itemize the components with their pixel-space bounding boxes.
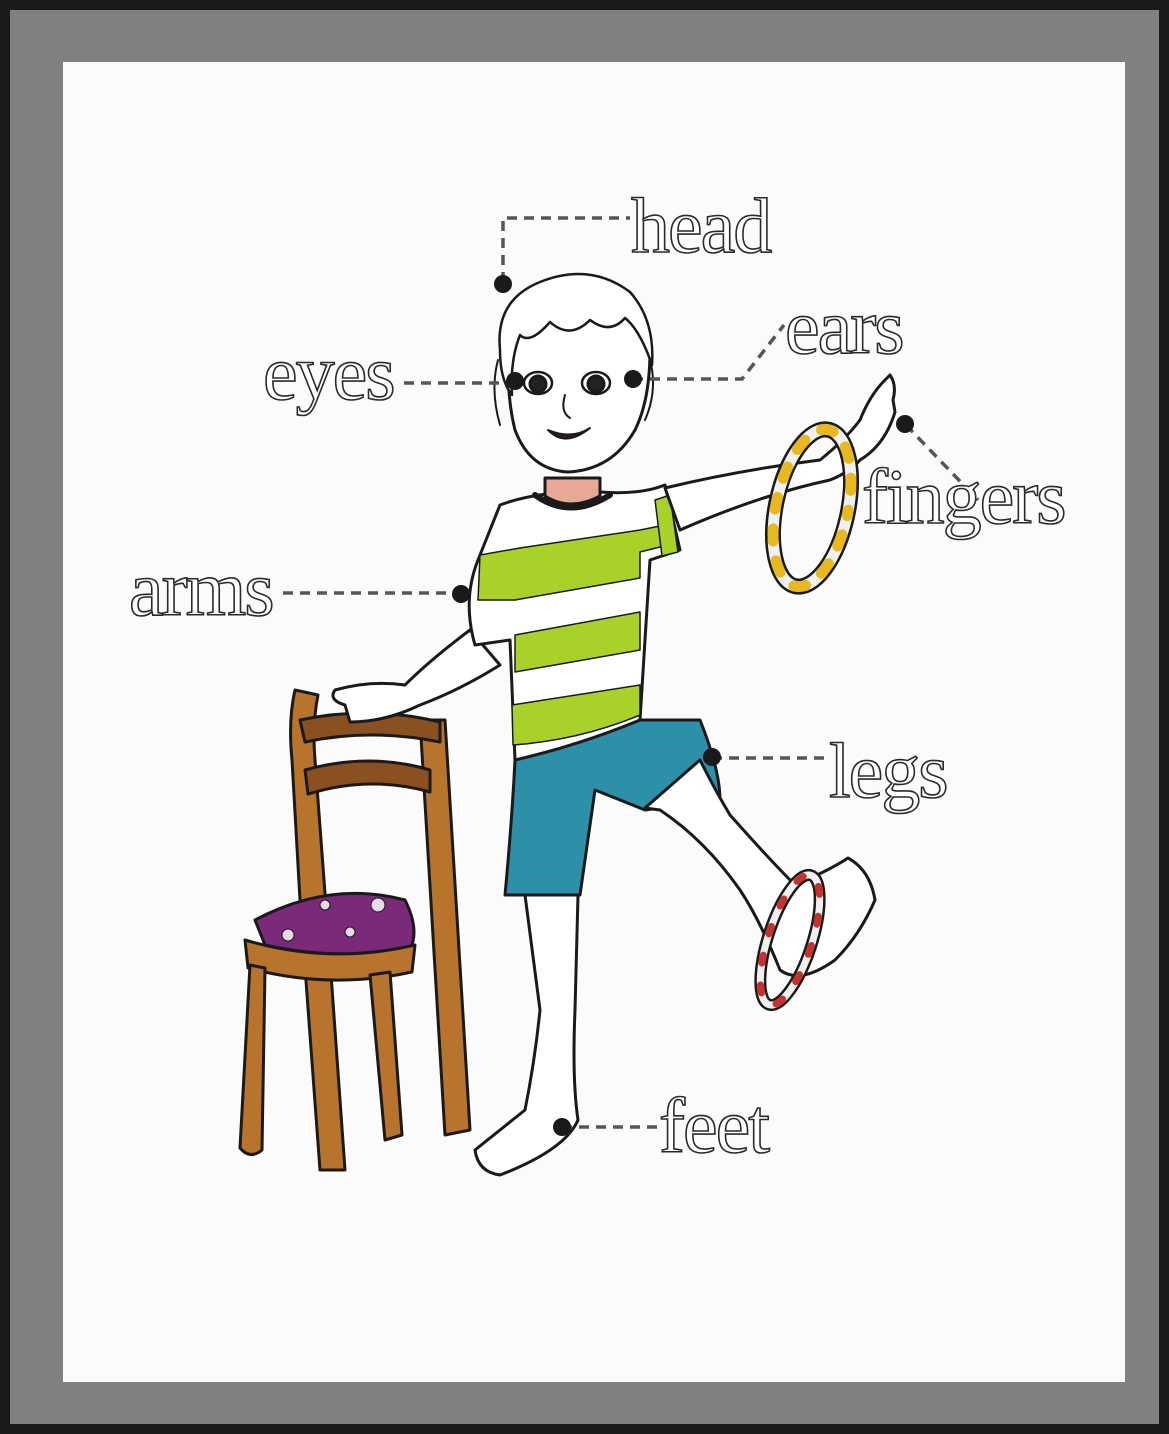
label-legs: legs	[829, 732, 947, 810]
striped-shirt	[469, 478, 680, 760]
head-leader	[503, 218, 630, 282]
fingers-dot	[896, 415, 914, 433]
label-eyes: eyes	[263, 334, 394, 412]
feet-dot	[553, 1118, 571, 1136]
label-fingers: fingers	[862, 458, 1065, 536]
chair	[240, 690, 470, 1170]
eyes-dot	[506, 372, 524, 390]
chair-cushion	[255, 893, 414, 954]
arms-dot	[452, 585, 470, 603]
label-head: head	[631, 187, 770, 265]
body-parts-illustration	[63, 62, 1125, 1382]
paper: head eyes ears fingers arms legs feet	[63, 62, 1125, 1382]
ears-dot	[624, 370, 642, 388]
head-dot	[494, 275, 512, 293]
label-feet: feet	[659, 1087, 768, 1165]
label-ears: ears	[785, 288, 903, 366]
ears-leader	[633, 325, 784, 379]
label-arms: arms	[129, 550, 273, 628]
neck	[545, 478, 600, 504]
legs-dot	[703, 748, 721, 766]
